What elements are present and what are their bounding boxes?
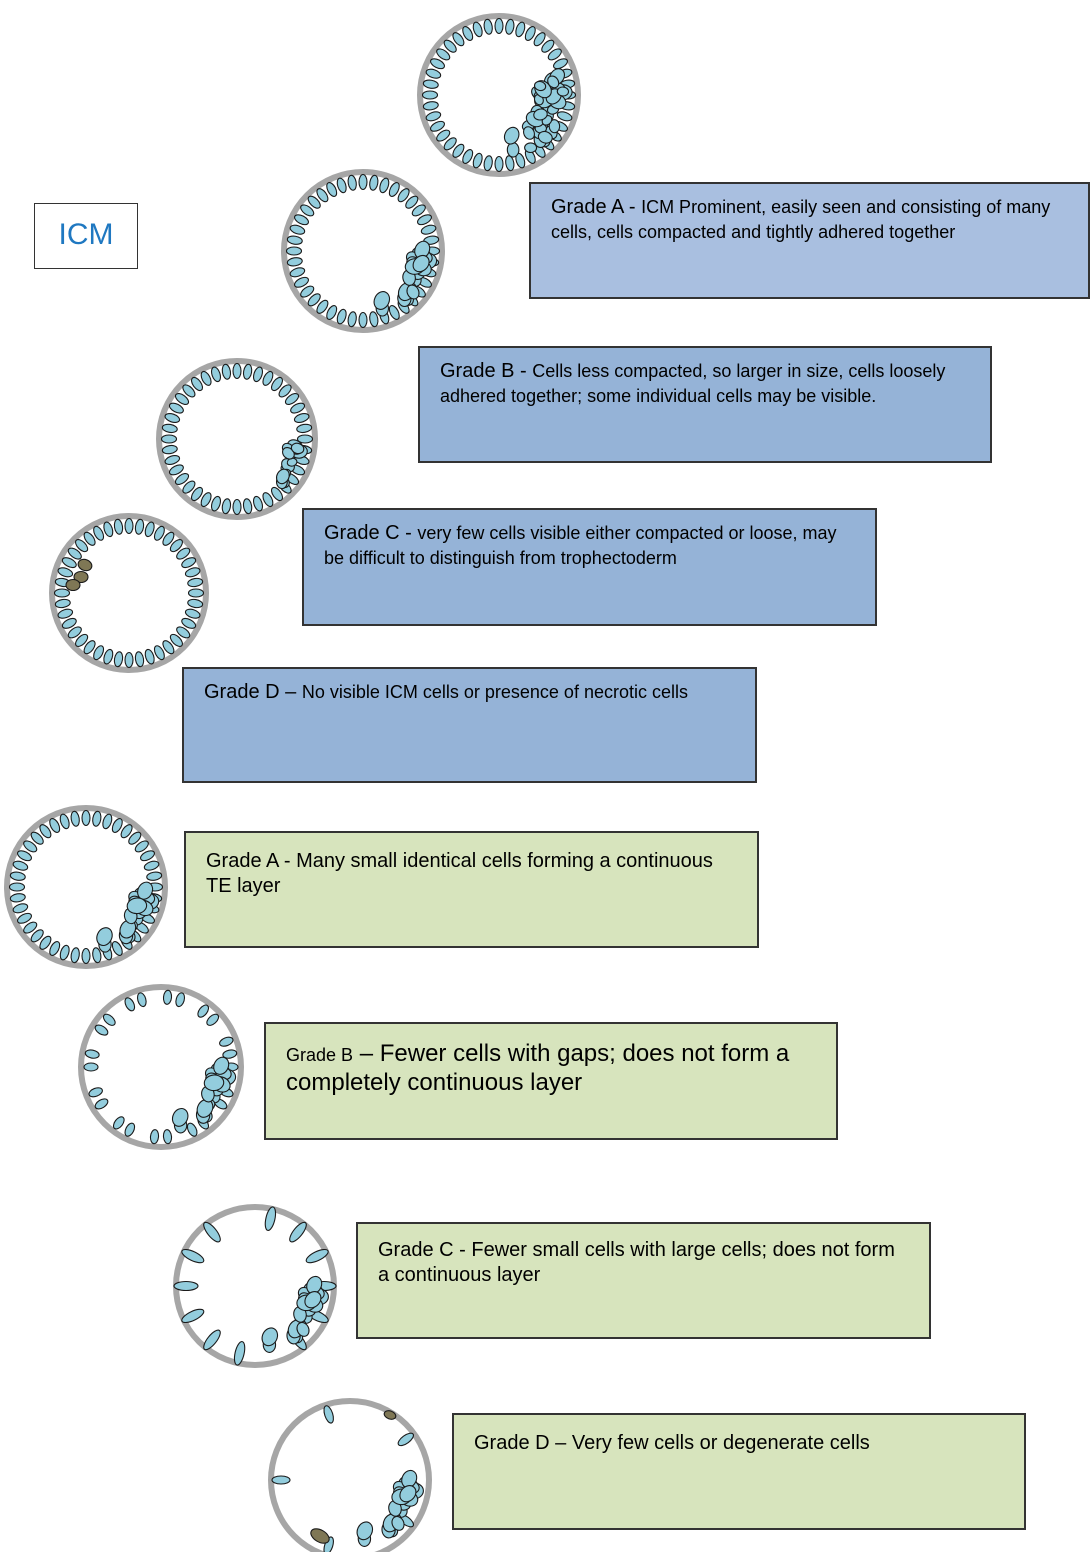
icm-label: ICM [34,203,138,269]
te-grade-c-box: Grade C - Fewer small cells with large c… [356,1222,931,1339]
te-grade-b-box: Grade B – Fewer cells with gaps; does no… [264,1022,838,1140]
te-grade-a-description: Many small identical cells forming a con… [206,850,713,897]
icm-grade-d-box: Grade D – No visible ICM cells or presen… [182,667,757,783]
embryo-te-grade-b [78,984,244,1150]
icm-grade-a-description: ICM Prominent, easily seen and consistin… [551,197,1051,242]
te-grade-c-title: Grade C [378,1239,454,1261]
te-grade-a-separator: - [278,850,297,872]
te-grade-c-separator: - [453,1239,472,1261]
embryo-icm-grade-b [281,169,445,333]
embryo-te-grade-a [4,805,168,969]
te-grade-d-title: Grade D [474,1432,550,1454]
embryo-icm-grade-d [49,513,209,673]
te-grade-b-description: Fewer cells with gaps; does not form a c… [286,1040,790,1096]
embryo-te-grade-c [173,1204,337,1368]
icm-grade-a-title: Grade A [551,196,624,218]
te-grade-a-title: Grade A [206,850,279,872]
embryo-icm-grade-a [417,13,581,177]
icm-grade-b-box: Grade B - Cells less compacted, so large… [418,346,992,463]
icm-grade-c-description: very few cells visible either compacted … [324,523,837,568]
icm-grade-a-separator: - [623,196,642,218]
icm-grade-c-separator: - [399,522,418,544]
icm-grade-c-box: Grade C - very few cells visible either … [302,508,877,626]
icm-grade-d-title: Grade D [204,681,280,703]
icm-grade-c-title: Grade C [324,522,400,544]
te-grade-d-box: Grade D – Very few cells or degenerate c… [452,1413,1026,1530]
embryo-icm-grade-c [156,358,318,520]
te-grade-b-separator: – [353,1040,380,1067]
te-grade-a-box: Grade A - Many small identical cells for… [184,831,759,948]
icm-grade-b-separator: - [514,360,533,382]
icm-grade-d-separator: – [279,681,302,703]
icm-grade-b-title: Grade B [440,360,515,382]
icm-grade-b-description: Cells less compacted, so larger in size,… [440,361,946,406]
te-grade-c-description: Fewer small cells with large cells; does… [378,1239,895,1286]
embryo-te-grade-d [268,1398,432,1552]
te-grade-d-separator: – [549,1432,572,1454]
icm-grade-d-description: No visible ICM cells or presence of necr… [301,682,688,702]
te-grade-d-description: Very few cells or degenerate cells [571,1432,870,1454]
icm-grade-a-box: Grade A - ICM Prominent, easily seen and… [529,182,1090,299]
te-grade-b-title: Grade B [286,1045,354,1065]
